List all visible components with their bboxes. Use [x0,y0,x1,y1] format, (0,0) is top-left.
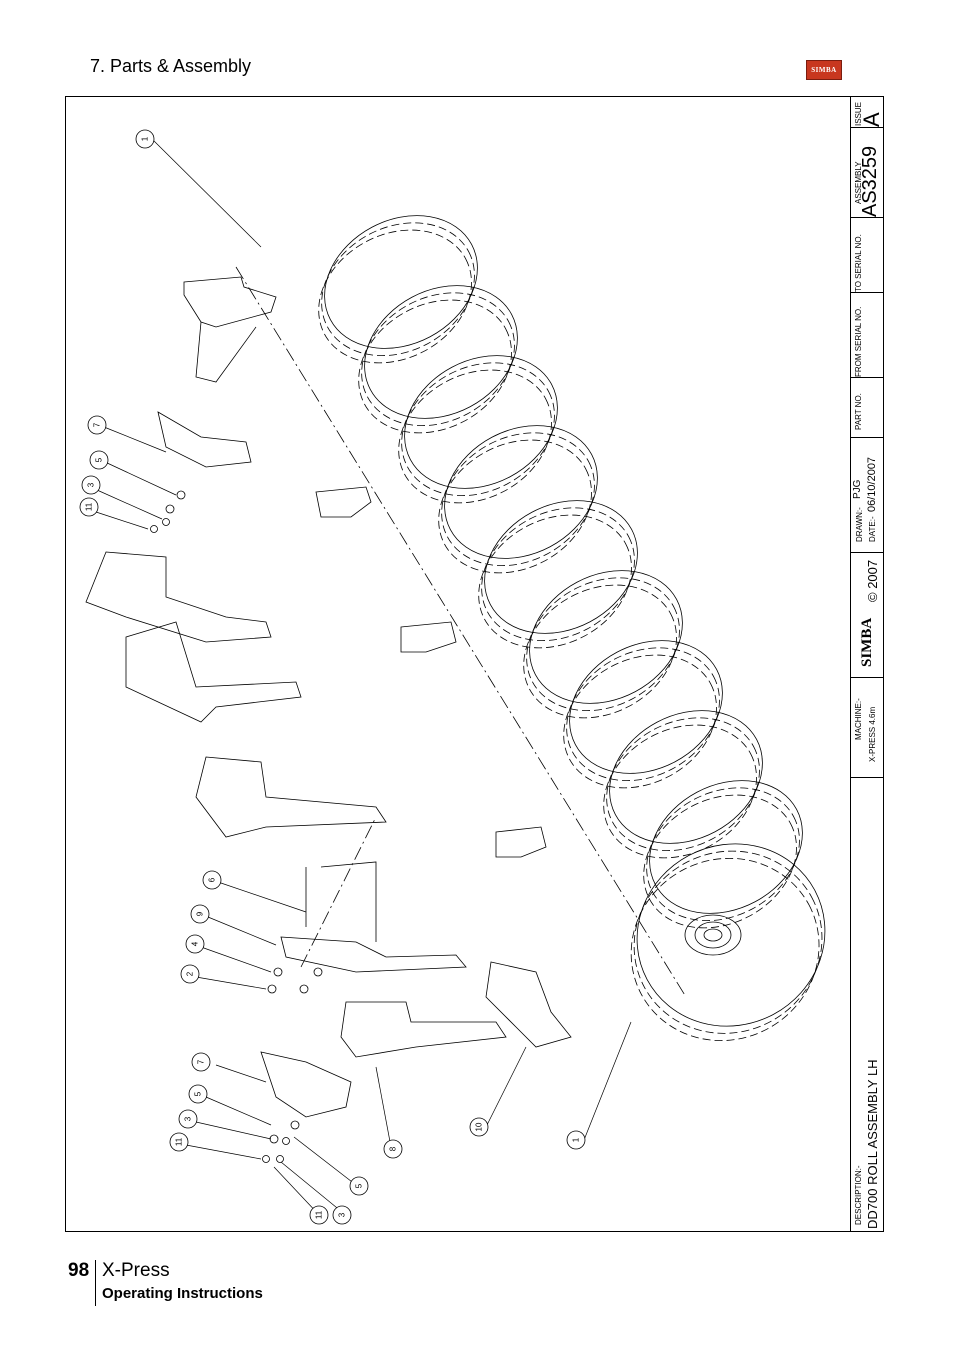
item-balloon-label: 11 [315,1210,324,1219]
roll-disc-outline [398,369,552,504]
item-balloon-label: 2 [186,971,195,976]
drawing-frame [65,96,884,1232]
item-balloon-label: 1 [572,1137,581,1142]
item-balloon-label: 8 [389,1146,398,1151]
roll-disc-outline [523,584,677,719]
item-balloons: 1 7 5 3 11 6 9 4 2 7 5 3 11 8 10 1 5 3 11 [79,129,586,1225]
roll-disc-outline [318,229,472,364]
from-serial-label: FROM SERIAL NO. [854,306,863,377]
roll-disc-outline [633,850,823,1034]
roll-disc-outline [606,717,760,852]
brand-mark: SIMBA [859,617,875,667]
item-balloon [135,129,155,149]
roll-disc-outline [563,654,717,789]
exploded-assembly-drawing: 1 7 5 3 11 6 9 4 2 7 5 3 11 8 10 1 5 3 11 [79,129,826,1225]
item-balloon-label: 3 [338,1212,347,1217]
roll-disc-outline [361,292,515,427]
item-balloon-label: 3 [87,482,96,487]
item-balloon [188,1084,208,1104]
roll-disc-outline [630,857,820,1041]
leader-lines [95,138,632,1218]
roll-disc-outline [484,500,638,634]
item-balloon [191,1052,211,1072]
item-balloon-label: 3 [184,1116,193,1121]
item-balloon [79,497,99,517]
roll-disc-outline [401,362,555,497]
roll-disc-outline [526,577,680,712]
item-balloon-label: 11 [85,502,94,511]
item-balloon [332,1205,352,1225]
document-subtitle: Operating Instructions [102,1285,263,1302]
item-balloon-label: 5 [355,1183,364,1188]
item-balloon [202,870,222,890]
to-serial-label: TO SERIAL NO. [854,234,863,292]
item-balloon-label: 1 [141,136,150,141]
date-label: DATE:- [868,516,877,542]
item-balloon [89,450,109,470]
copyright: © 2007 [865,559,880,602]
item-balloon [383,1139,403,1159]
product-name: X-Press [102,1260,170,1281]
item-balloon-label: 11 [175,1137,184,1146]
item-balloon-label: 10 [475,1122,484,1131]
roll-disc-outline [569,640,723,774]
roll-disc-outline [566,647,720,782]
assembly-number: AS3259 [859,145,881,217]
item-balloon-label: 9 [196,911,205,916]
item-balloon [180,964,200,984]
item-balloon-label: 6 [208,877,217,882]
logo-text: SIMBA [811,66,837,74]
title-block: ISSUE A ASSEMBLY AS3259 TO SERIAL NO. FR… [850,97,884,1231]
item-balloon [178,1109,198,1129]
issue-value: A [859,112,884,127]
drawn-value: PJG [852,479,863,499]
part-no-label: PART NO. [854,393,863,430]
footer-divider [95,1260,96,1306]
item-balloon [169,1132,189,1152]
roll-disc-outline [603,724,757,859]
hub [684,914,742,956]
roll-disc-outline [646,787,800,922]
description-label: DESCRIPTION:- [854,1165,863,1225]
item-balloon-label: 7 [197,1059,206,1064]
date-value: 06/10/2007 [866,456,878,512]
roll-disc-outline [444,425,598,559]
item-balloon [469,1117,489,1137]
roll-discs [318,215,826,1041]
item-balloon [190,904,210,924]
roll-disc-outline [481,507,635,642]
roll-disc-outline [321,222,475,357]
roll-disc-outline [358,299,512,434]
item-balloon [185,934,205,954]
roll-disc-outline [529,570,683,704]
roll-disc-outline [438,439,592,574]
description-value: DD700 ROLL ASSEMBLY LH [865,1059,880,1229]
brackets [85,266,687,1118]
machine-value: X-PRESS 4.6m [868,706,877,762]
roll-disc-outline [478,514,632,649]
item-balloon [309,1205,329,1225]
roll-disc-outline [441,432,595,567]
fasteners [150,490,323,1163]
item-balloon [87,415,107,435]
item-balloon [566,1130,586,1150]
roll-disc-outline [404,355,558,489]
page-number: 98 [68,1260,90,1281]
item-balloon-label: 4 [191,941,200,946]
roll-disc-outline [324,215,478,349]
drawn-label: DRAWN:- [855,507,864,542]
section-title: 7. Parts & Assembly [90,56,252,76]
machine-label: MACHINE:- [854,698,863,740]
item-balloon [81,475,101,495]
item-balloon-label: 5 [194,1091,203,1096]
roll-disc-outline [636,843,826,1027]
brand-logo: SIMBA [806,60,842,80]
item-balloon-label: 7 [93,422,102,427]
item-balloon-label: 5 [95,457,104,462]
roll-disc-outline [609,710,763,844]
item-balloon [349,1176,369,1196]
roll-disc-outline [364,285,518,419]
